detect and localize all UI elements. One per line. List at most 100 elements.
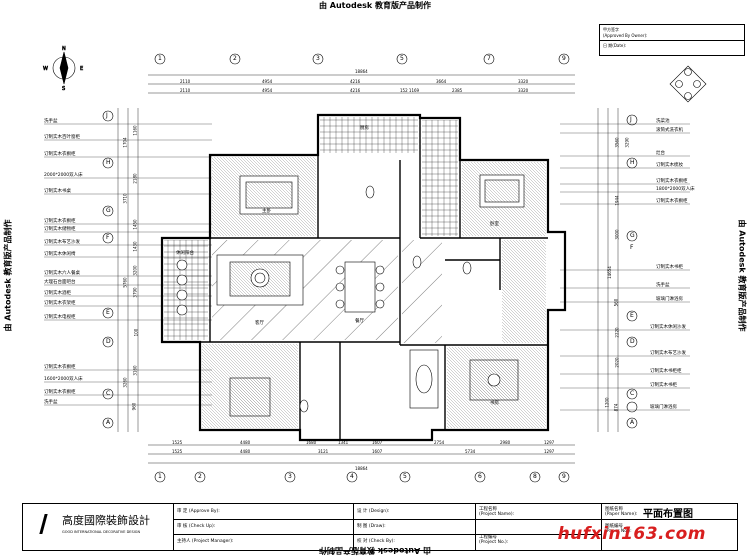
grid-label: C [630, 390, 635, 397]
note-right: 订制实木布艺沙发 [650, 351, 686, 356]
lounge-sofa [469, 359, 519, 401]
logo-mark-icon [39, 514, 64, 534]
dim-left: 3200 [132, 265, 138, 276]
dim-bottom: 1607 [372, 449, 383, 454]
note-left: 订制实木衣橱柜 [44, 219, 76, 224]
svg-text:W: W [43, 66, 48, 72]
grid-label: F [630, 244, 634, 251]
paper-no-label: 图纸编号 [605, 524, 623, 529]
company-logo: 高度國際裝飾設計 GOOD INTERNATIONAL DECORATIVE D… [34, 508, 184, 544]
grid-label: 9 [562, 473, 566, 480]
dim-right: 14654 [606, 266, 612, 279]
grid-label: H [106, 159, 111, 166]
dim-bottom: 2754 [434, 440, 445, 445]
approval-line1: 甲方签字 [603, 27, 619, 32]
bedroom-bed [479, 174, 525, 208]
grid-label: A [106, 419, 111, 426]
dim-bottom: 1297 [544, 449, 555, 454]
note-right: 订制实木休闲沙发 [650, 325, 686, 330]
note-left: 2000*2000双人床 [44, 173, 83, 178]
dim-bottom: 1525 [172, 440, 183, 445]
note-left: 洗手盆 [44, 400, 58, 405]
note-left: 1600*2000双人床 [44, 377, 83, 382]
grid-label: J [630, 116, 632, 123]
grid-bubbles-top [154, 53, 570, 65]
note-left: 大理石台面吧台 [44, 280, 76, 285]
approval-box: 甲方签字 (Approved By Owner): 日 期(Date): [599, 24, 745, 56]
dim-top: 3320 [518, 79, 529, 84]
grid-bubbles-bottom [154, 471, 570, 483]
note-right: 灶台 [656, 151, 665, 156]
grid-label: D [106, 338, 111, 345]
grid-label: G [630, 232, 635, 239]
note-right: 订制实木书柜 [656, 265, 683, 270]
dim-top: 152 1169 [400, 88, 420, 93]
note-right: 订制实木书柜 [650, 383, 677, 388]
grid-label: E [106, 309, 110, 316]
dim-top: 4954 [262, 88, 273, 93]
title-block: 审 定 (Approve By): 审 核 (Check Up): 主持人 (P… [22, 503, 738, 551]
project-name-label: 工程名称 [479, 507, 497, 512]
grid-label: F [106, 234, 110, 241]
note-left: 订制实木书桌 [44, 189, 71, 194]
dim-bottom: 5734 [465, 449, 476, 454]
grid-label: G [106, 207, 111, 214]
grid-label: H [630, 159, 635, 166]
note-right: 订制实木衣橱柜 [656, 179, 688, 184]
dim-top: 3664 [436, 79, 447, 84]
room-label-study: 书房 [490, 401, 499, 406]
grid-label: 1 [158, 473, 162, 480]
dim-right: 1944 [614, 195, 620, 206]
checked-label: 校 对 (Check By): [357, 539, 395, 544]
approval-line2: (Approved By Owner): [603, 33, 648, 38]
dim-top: 3320 [518, 88, 529, 93]
dim-bottom: 3121 [318, 449, 329, 454]
grid-label: J [106, 112, 108, 119]
note-right: 洗菜池 [656, 119, 670, 124]
dim-right: 874 [613, 403, 619, 412]
dim-left: 1704 [122, 137, 128, 148]
grid-label: 2 [198, 473, 202, 480]
grid-label: A [630, 419, 635, 426]
paper-name-label-en: (Paper Name): [605, 512, 638, 517]
dim-bottom: 2980 [500, 440, 511, 445]
approval-date: 日 期(Date): [603, 43, 627, 48]
note-left: 订制实木衣架柜 [44, 301, 76, 306]
note-right: 滚筒式洗衣机 [656, 128, 683, 133]
svg-text:S: S [62, 86, 65, 92]
room-label-kitchen: 厨房 [360, 126, 369, 131]
grid-label: 3 [316, 55, 320, 62]
dim-right: 2220 [614, 327, 620, 338]
paper-no-label-en: (Paper No.): [605, 529, 632, 534]
grid-label: 6 [478, 473, 482, 480]
company-name: 高度國際裝飾設計 [62, 514, 150, 527]
dining-table [335, 261, 385, 313]
grid-label: 5 [400, 55, 404, 62]
balcony-chairs [176, 259, 188, 316]
dim-left: 3790 [132, 287, 138, 298]
dim-left: 1160 [132, 125, 138, 136]
company-name-en: GOOD INTERNATIONAL DECORATIVE DESIGN [62, 530, 141, 534]
grid-bubbles-right [626, 114, 638, 429]
grid-label: D [630, 338, 635, 345]
study-rug [409, 349, 439, 409]
paper-name: 平面布置图 [643, 509, 693, 520]
dim-right: 560 [613, 298, 619, 307]
room-label-master: 主卧 [262, 209, 271, 214]
dim-top: 4216 [350, 79, 361, 84]
room-label-dining: 餐厅 [355, 319, 364, 324]
grid-label: C [106, 390, 111, 397]
section-symbol-icon [669, 65, 707, 103]
dim-bottom: 1297 [544, 440, 555, 445]
grid-bubbles-left [102, 110, 114, 429]
dim-left: 1430 [132, 241, 138, 252]
note-left: 订制实木布艺沙发 [44, 240, 80, 245]
note-right: 玻璃门淋浴房 [656, 297, 683, 302]
dim-left: 3260 [122, 377, 128, 388]
dim-overall-top: 18864 [355, 69, 368, 74]
note-left: 订制实木衣橱柜 [44, 390, 76, 395]
watermark-top: 由 Autodesk 教育版产品制作 [318, 1, 431, 10]
dim-bottom: 1607 [372, 440, 383, 445]
dim-left: 2180 [132, 173, 138, 184]
